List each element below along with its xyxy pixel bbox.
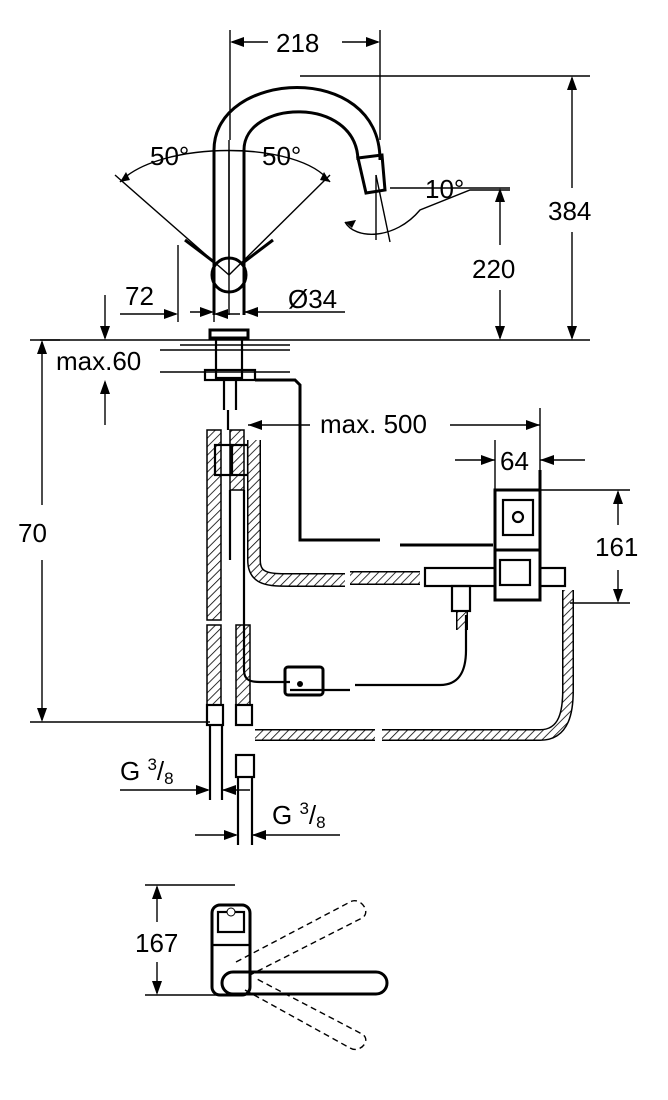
dim-connection-2: G 3/8 xyxy=(272,799,326,832)
dim-total-height: 384 xyxy=(548,196,591,226)
dim-swivel-left: 50° xyxy=(150,141,189,171)
dim-hole-diameter: Ø34 xyxy=(288,284,337,314)
hoses xyxy=(205,378,574,845)
dim-spray-angle: 10° xyxy=(425,174,464,204)
control-box xyxy=(423,470,567,613)
top-view xyxy=(210,900,389,1051)
dim-swivel-right: 50° xyxy=(262,141,301,171)
dimension-lines xyxy=(30,30,630,996)
spray-angle xyxy=(344,174,510,243)
dim-top-view-depth: 167 xyxy=(135,928,178,958)
dim-max-deck-thickness: max.60 xyxy=(56,346,141,376)
dim-spout-reach: 218 xyxy=(276,28,319,58)
dim-connection-1: G 3/8 xyxy=(120,755,174,788)
faucet-body xyxy=(184,86,387,410)
dim-lower-height: 70 xyxy=(18,518,47,548)
dim-hose-length: max. 500 xyxy=(320,409,427,439)
dim-box-height: 161 xyxy=(595,532,638,562)
swivel-angle-lines xyxy=(114,140,331,276)
dim-lever-offset: 72 xyxy=(125,281,154,311)
dim-spout-height: 220 xyxy=(472,254,515,284)
dim-box-width: 64 xyxy=(500,446,529,476)
